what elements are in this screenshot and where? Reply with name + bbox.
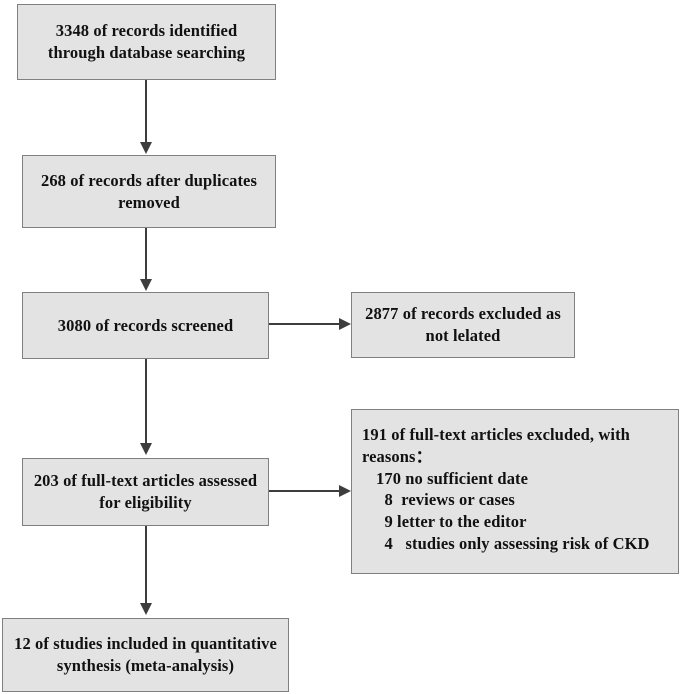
- exclusion-reason-item: 170 no sufficient date: [376, 468, 529, 488]
- node-studies-included-line2: synthesis (meta-analysis): [56, 656, 235, 675]
- arrowhead-identified-to-duplicates: [140, 142, 152, 154]
- connector-fulltext-to-included: [145, 526, 147, 604]
- node-fulltext-excluded-heading: 191 of full-text articles excluded, with…: [362, 425, 630, 466]
- node-after-duplicates-removed-line1: 268 of records after duplicates: [40, 170, 258, 190]
- arrowhead-screened-to-fulltext: [140, 443, 152, 455]
- connector-duplicates-to-screened: [145, 228, 147, 280]
- node-fulltext-excluded-reasons-text: 191 of full-text articles excluded, with…: [352, 410, 678, 555]
- node-studies-included: 12 of studies included in quantitative s…: [2, 618, 289, 692]
- connector-fulltext-to-fulltext-excluded: [269, 490, 341, 492]
- node-records-screened-text: 3080 of records screened: [23, 315, 268, 337]
- node-studies-included-line1: 12 of studies included in quantitative: [14, 634, 277, 654]
- arrowhead-fulltext-to-fulltext-excluded: [339, 485, 351, 497]
- node-records-excluded: 2877 of records excluded as not lelated: [351, 292, 575, 358]
- node-records-identified-text: 3348 of records identified through datab…: [18, 20, 275, 64]
- node-records-identified-line2: through database searching: [47, 43, 246, 62]
- node-fulltext-assessed-text: 203 of full-text articles assessed for e…: [23, 470, 268, 514]
- node-records-screened-line1: 3080 of records screened: [57, 315, 234, 335]
- node-after-duplicates-removed-line2: removed: [118, 192, 180, 212]
- exclusion-reason-item: 8 reviews or cases: [376, 490, 515, 510]
- node-after-duplicates-removed-text: 268 of records after duplicates removed: [23, 170, 275, 214]
- arrowhead-duplicates-to-screened: [140, 279, 152, 291]
- exclusion-reason-list: 170 no sufficient date 8 reviews or case…: [362, 468, 672, 555]
- node-records-identified: 3348 of records identified through datab…: [17, 4, 276, 80]
- node-fulltext-assessed: 203 of full-text articles assessed for e…: [22, 458, 269, 526]
- exclusion-reason-item: 4 studies only assessing risk of CKD: [376, 533, 650, 553]
- arrowhead-screened-to-excluded: [339, 318, 351, 330]
- node-records-screened: 3080 of records screened: [22, 292, 269, 359]
- node-studies-included-text: 12 of studies included in quantitative s…: [3, 633, 288, 677]
- arrowhead-fulltext-to-included: [140, 603, 152, 615]
- exclusion-reason-item: 9 letter to the editor: [376, 512, 527, 532]
- connector-screened-to-excluded: [269, 323, 341, 325]
- node-records-excluded-line1: 2877 of records excluded as: [365, 304, 561, 324]
- node-records-excluded-line2: not lelated: [425, 326, 501, 345]
- connector-screened-to-fulltext: [145, 359, 147, 444]
- node-fulltext-excluded-reasons: 191 of full-text articles excluded, with…: [351, 409, 679, 574]
- node-records-excluded-text: 2877 of records excluded as not lelated: [352, 303, 574, 347]
- node-after-duplicates-removed: 268 of records after duplicates removed: [22, 155, 276, 228]
- node-fulltext-assessed-line1: 203 of full-text articles assessed: [33, 471, 258, 491]
- node-fulltext-assessed-line2: for eligibility: [99, 493, 192, 512]
- node-records-identified-line1: 3348 of records identified: [55, 21, 238, 41]
- connector-identified-to-duplicates: [145, 80, 147, 144]
